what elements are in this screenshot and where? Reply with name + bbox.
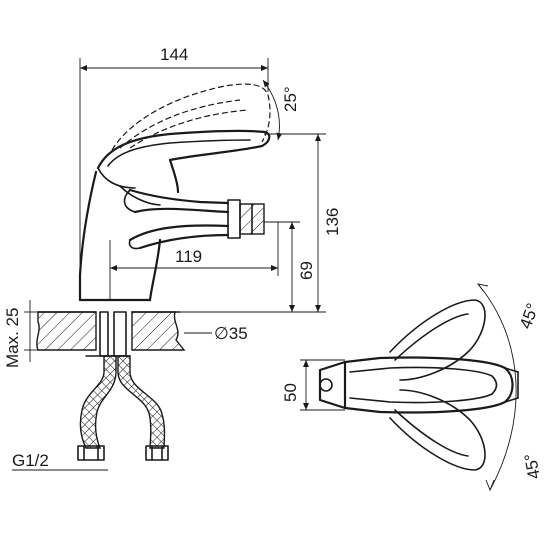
dimension-overall-width: 144 [79,45,269,300]
connection-label: G1/2 [12,451,108,471]
dimension-lever-angle: 25° [262,79,300,141]
dimension-max-thickness: Max. 25 [3,300,38,368]
top-body [318,356,519,414]
flexible-hoses [77,355,169,461]
top-view: 50 45° 45° [281,283,544,492]
rotation-arc [477,283,517,491]
label-overall-width: 144 [160,45,188,64]
label-lever-angle: 25° [281,86,300,112]
dimension-total-height: 136 [150,133,342,313]
label-connection: G1/2 [12,451,49,470]
label-rotation-angle-b: 45° [521,452,544,481]
label-max-thickness: Max. 25 [3,308,22,368]
outlet-nozzle [227,199,265,239]
dimension-hole-diameter: ∅35 [184,324,248,343]
label-body-width: 50 [281,383,300,402]
dimension-spout-reach: 119 [109,222,279,300]
label-rotation-angle-a: 45° [516,301,543,332]
label-hole-diameter: ∅35 [214,324,248,343]
label-total-height: 136 [323,208,342,236]
dimension-outlet-height: 69 [264,221,316,312]
lever-rotated-right [389,389,486,471]
lever-handle [96,129,271,189]
side-view: 144 25° [3,45,342,471]
label-outlet-height: 69 [297,261,316,280]
dimension-body-width: 50 [281,359,345,411]
label-spout-reach: 119 [175,247,202,266]
mixer-body [78,158,230,302]
mounting-surface [36,311,186,357]
lever-rotated-left [389,299,486,381]
